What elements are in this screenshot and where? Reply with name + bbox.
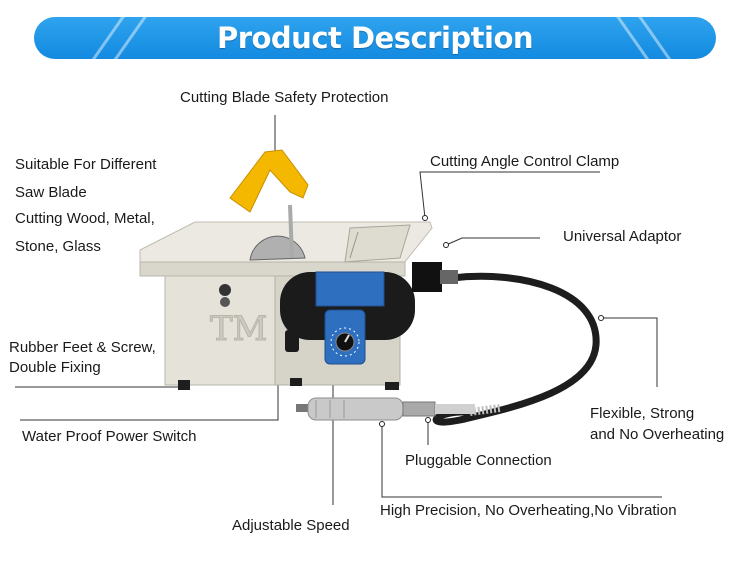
blade-guard [229,149,309,213]
label-flexible-line1: Flexible, Strong [590,405,695,422]
label-saw-line4: Stone, Glass [15,238,101,255]
label-feet-line1: Rubber Feet & Screw, [9,339,156,356]
handpiece [296,397,475,421]
power-switch [285,330,299,352]
label-power-switch: Water Proof Power Switch [22,428,197,445]
label-universal-adaptor: Universal Adaptor [563,228,682,245]
motor [280,262,458,340]
label-high-precision: High Precision, No Overheating,No Vibrat… [380,502,677,519]
label-saw-line2: Saw Blade [15,184,87,201]
label-feet-line2: Double Fixing [9,359,101,376]
speed-panel [324,309,366,365]
label-flexible-line2: and No Overheating [590,426,725,443]
flexible-shaft [432,272,600,426]
label-adjustable-speed: Adjustable Speed [232,517,350,534]
label-blade-protection: Cutting Blade Safety Protection [180,89,389,106]
saw-blade [249,204,306,261]
page-title: Product Description [216,21,534,55]
brand-mark: TM [210,309,268,349]
label-saw-line3: Cutting Wood, Metal, [15,210,155,227]
title-banner: Product Description [34,17,716,59]
label-angle-clamp: Cutting Angle Control Clamp [430,153,620,170]
label-saw-line1: Suitable For Different [15,156,157,173]
label-pluggable: Pluggable Connection [405,452,552,469]
